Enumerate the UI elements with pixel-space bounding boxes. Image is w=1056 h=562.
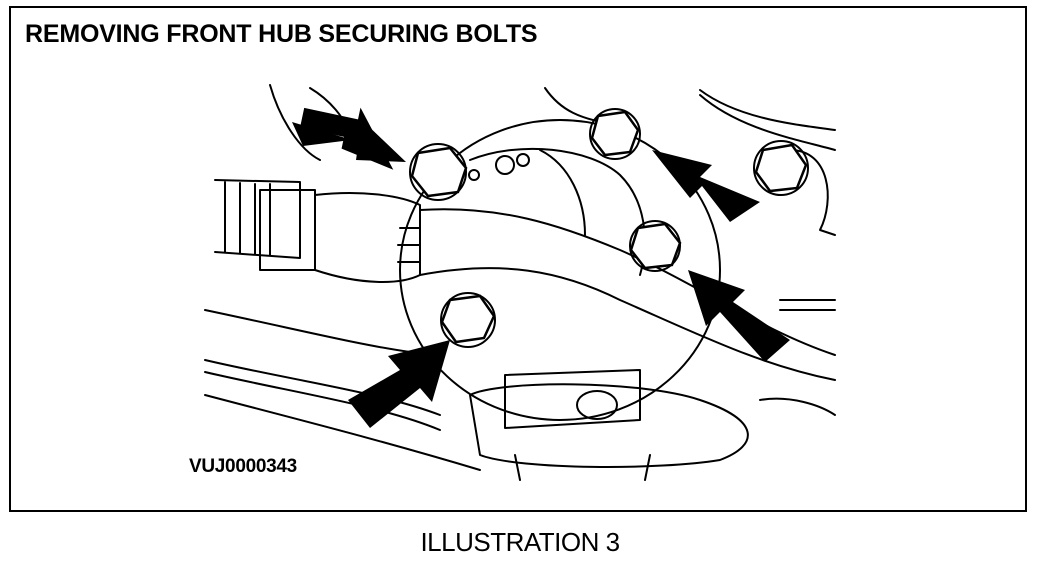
suspension-outline: [269, 84, 321, 161]
bolt-washer: [753, 140, 809, 196]
ball-joint: [514, 454, 651, 481]
bolt-head-upper-right: [590, 110, 640, 157]
hub-hole: [516, 153, 530, 167]
suspension-outline: [204, 394, 481, 471]
arrow-middle-right: [688, 270, 790, 362]
ball-joint-stud: [576, 390, 618, 420]
hub-hole: [468, 169, 480, 181]
reference-code: VUJ0000343: [189, 456, 297, 477]
suspension-outline: [699, 94, 836, 151]
bolt-washer: [440, 292, 496, 348]
knuckle-detail: [759, 397, 836, 416]
bolt-washer: [629, 220, 681, 272]
arrow-lower-left: [348, 340, 450, 428]
hub-hole: [495, 155, 515, 175]
brake-pipe: [419, 267, 836, 381]
suspension-outline: [204, 359, 441, 416]
bolt-head-far-right: [754, 143, 808, 193]
suspension-outline: [699, 89, 836, 131]
bolt-head-lower-left: [440, 294, 496, 344]
arrow-upper-right: [652, 150, 760, 222]
figure-title: REMOVING FRONT HUB SECURING BOLTS: [25, 20, 538, 48]
arrow-upper-left: [300, 107, 394, 170]
ball-joint: [469, 383, 749, 468]
shaft-boot: [397, 227, 421, 263]
suspension-outline: [204, 371, 441, 431]
driveshaft: [224, 181, 271, 256]
hub-body: [539, 149, 586, 236]
hub-flange: [399, 119, 721, 421]
figure-caption: ILLUSTRATION 3: [420, 527, 620, 557]
bolt-head-middle-right: [629, 222, 682, 270]
knuckle-detail: [779, 299, 836, 311]
suspension-outline: [204, 309, 411, 353]
driveshaft: [214, 179, 301, 259]
ball-joint: [504, 369, 641, 429]
bolt-washer: [589, 108, 641, 160]
bolt-washer: [409, 143, 467, 201]
